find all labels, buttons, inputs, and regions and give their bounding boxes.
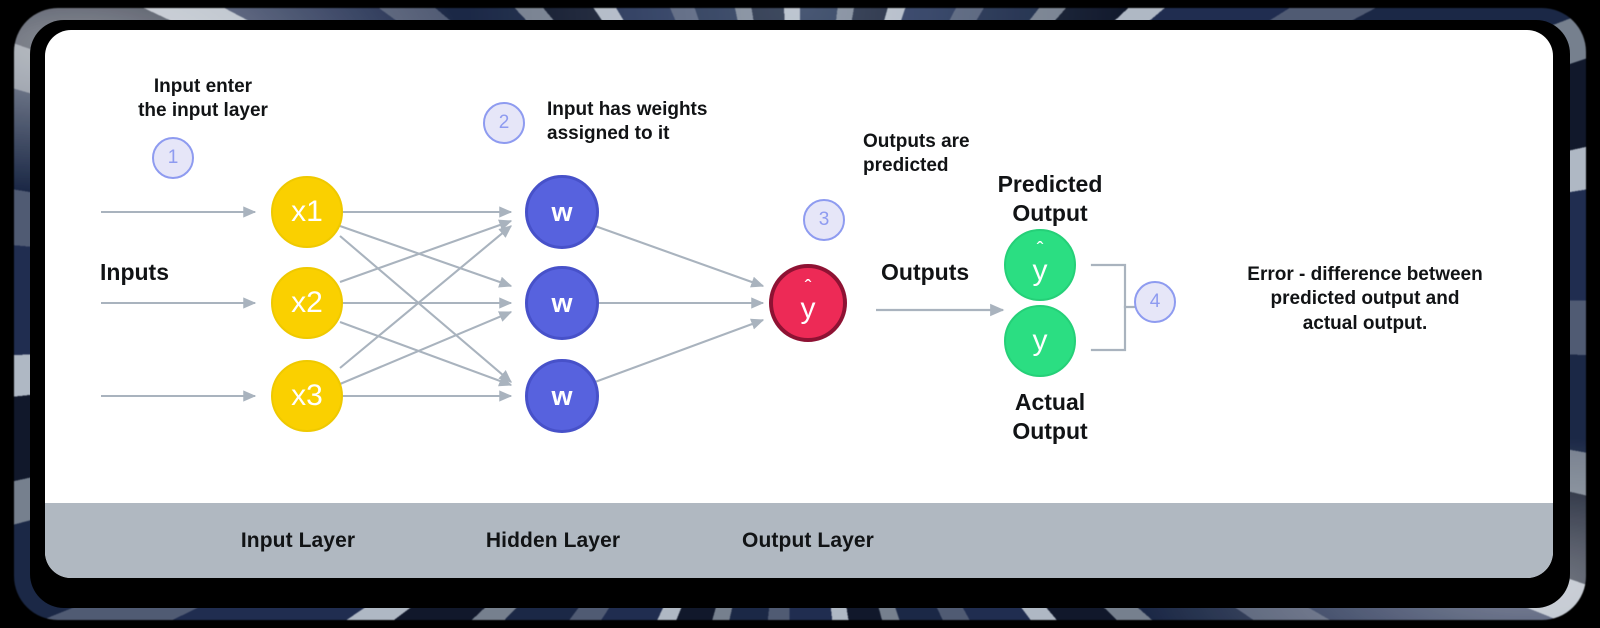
hidden-node-w-3-label: w xyxy=(551,380,573,411)
layer-label-input: Input Layer xyxy=(240,529,356,552)
input-node-x2-label: x2 xyxy=(291,286,323,319)
outputs-label: Outputs xyxy=(881,259,970,285)
step-badge-3-number: 3 xyxy=(818,209,830,230)
input-node-x1: x1 xyxy=(271,176,343,248)
layer-label-output: Output Layer xyxy=(742,529,874,552)
layer-legend-band: Input Layer Hidden Layer Output Layer xyxy=(45,503,1553,578)
step-badge-4-number: 4 xyxy=(1149,291,1161,312)
predicted-output-glyph: ̂ y xyxy=(1033,245,1048,286)
step-4-description: Error - difference between predicted out… xyxy=(1247,264,1483,334)
step-2-description: Input has weights assigned to it xyxy=(547,99,708,145)
input-node-x2: x2 xyxy=(271,267,343,339)
hidden-node-w-2: w xyxy=(525,266,599,340)
predicted-output-caption: Predicted Output xyxy=(997,171,1103,227)
input-to-hidden-arrows xyxy=(339,206,513,402)
input-node-x1-label: x1 xyxy=(291,195,323,228)
hidden-to-output-arrows xyxy=(594,225,765,383)
hidden-node-w-3: w xyxy=(525,359,599,433)
step-badge-2-number: 2 xyxy=(498,112,510,133)
input-entry-arrows xyxy=(101,206,257,402)
hidden-node-w-1-label: w xyxy=(551,196,573,227)
actual-output-node: y xyxy=(1004,305,1076,377)
output-node-yhat: ̂ y xyxy=(769,264,847,342)
diagram-card: x1 x2 x3 w w w ̂ y ̂ y xyxy=(45,30,1553,578)
step-badge-1-number: 1 xyxy=(167,147,179,168)
error-bracket xyxy=(1090,263,1143,352)
actual-output-caption: Actual Output xyxy=(1012,389,1088,445)
step-3-description: Outputs are predicted xyxy=(863,131,970,177)
predicted-output-node: ̂ y xyxy=(1004,229,1076,301)
layer-label-hidden: Hidden Layer xyxy=(485,529,621,552)
step-badge-1: 1 xyxy=(152,137,194,179)
hidden-node-w-2-label: w xyxy=(551,287,573,318)
input-node-x3: x3 xyxy=(271,360,343,432)
inputs-label: Inputs xyxy=(100,259,169,285)
step-1-description: Input enter the input layer xyxy=(138,76,268,122)
input-node-x3-label: x3 xyxy=(291,379,323,412)
predicted-output-label: y xyxy=(1032,253,1048,287)
step-badge-3: 3 xyxy=(803,199,845,241)
output-node-yhat-label: y xyxy=(800,291,816,325)
output-node-yhat-glyph: ̂ y xyxy=(801,283,816,324)
step-badge-4: 4 xyxy=(1134,281,1176,323)
step-badge-2: 2 xyxy=(483,102,525,144)
actual-output-label: y xyxy=(1032,324,1048,357)
hidden-node-w-1: w xyxy=(525,175,599,249)
